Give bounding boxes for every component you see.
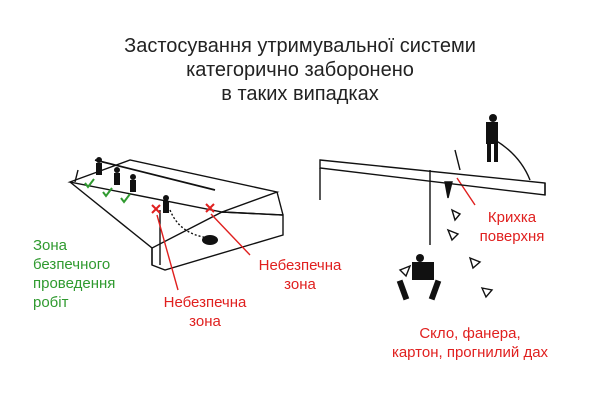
falling-worker	[202, 235, 218, 245]
shard	[446, 228, 460, 242]
worker-body	[96, 163, 102, 175]
materials-label: Скло, фанера, картон, прогнилий дах	[391, 325, 549, 361]
lanyard	[494, 139, 531, 181]
title-line-3: в таких випадках	[221, 83, 379, 105]
fragile-surface-label: Крихка поверхня	[479, 209, 545, 245]
title-line-1: Застосування утримувальної системи	[124, 35, 476, 57]
fallen-worker-body	[412, 262, 434, 280]
danger-zone-right-label: Небезпечна зона	[258, 257, 342, 293]
worker-head	[96, 157, 102, 163]
title-line-2: категорично заборонено	[186, 59, 414, 81]
standing-worker-head	[489, 114, 497, 122]
danger-zone-left-label: Небезпечна зона	[163, 294, 247, 330]
diagram-title: Застосування утримувальної системи катег…	[60, 34, 540, 106]
lifeline	[94, 159, 216, 191]
fall-rope	[169, 209, 211, 239]
fallen-worker-head	[416, 254, 424, 262]
standing-worker-body	[486, 122, 498, 144]
down-arrow-icon	[444, 181, 453, 199]
safe-zone-label: Зона безпечного проведення робіт	[33, 237, 116, 311]
fragile-roof-surface	[319, 159, 546, 196]
danger-pointers	[156, 177, 476, 291]
roof-illustration	[67, 157, 284, 271]
check-icon	[84, 178, 131, 204]
fragile-roof-illustration	[319, 139, 546, 299]
cross-icon	[151, 203, 215, 214]
